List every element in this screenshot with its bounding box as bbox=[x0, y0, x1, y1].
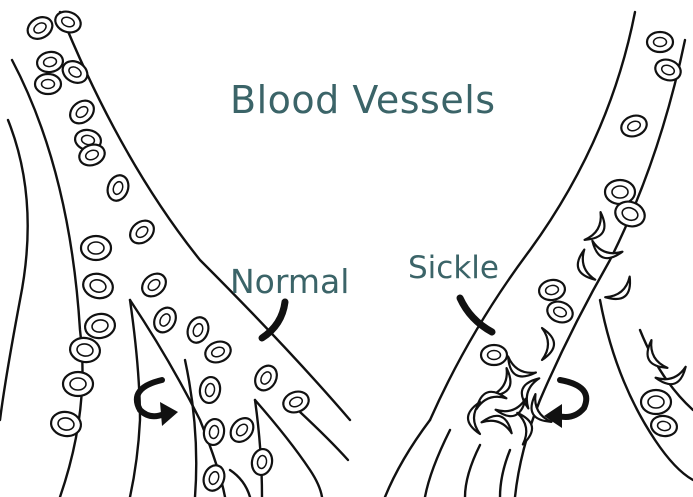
sickle-cell-clump bbox=[468, 345, 551, 444]
sickle-label: Sickle bbox=[408, 250, 499, 286]
normal-flow-arrow-icon bbox=[137, 380, 178, 426]
sickle-pointer bbox=[460, 298, 492, 332]
diagram-title: Blood Vessels bbox=[230, 78, 496, 122]
normal-label: Normal bbox=[230, 262, 349, 301]
normal-pointer bbox=[262, 302, 285, 338]
